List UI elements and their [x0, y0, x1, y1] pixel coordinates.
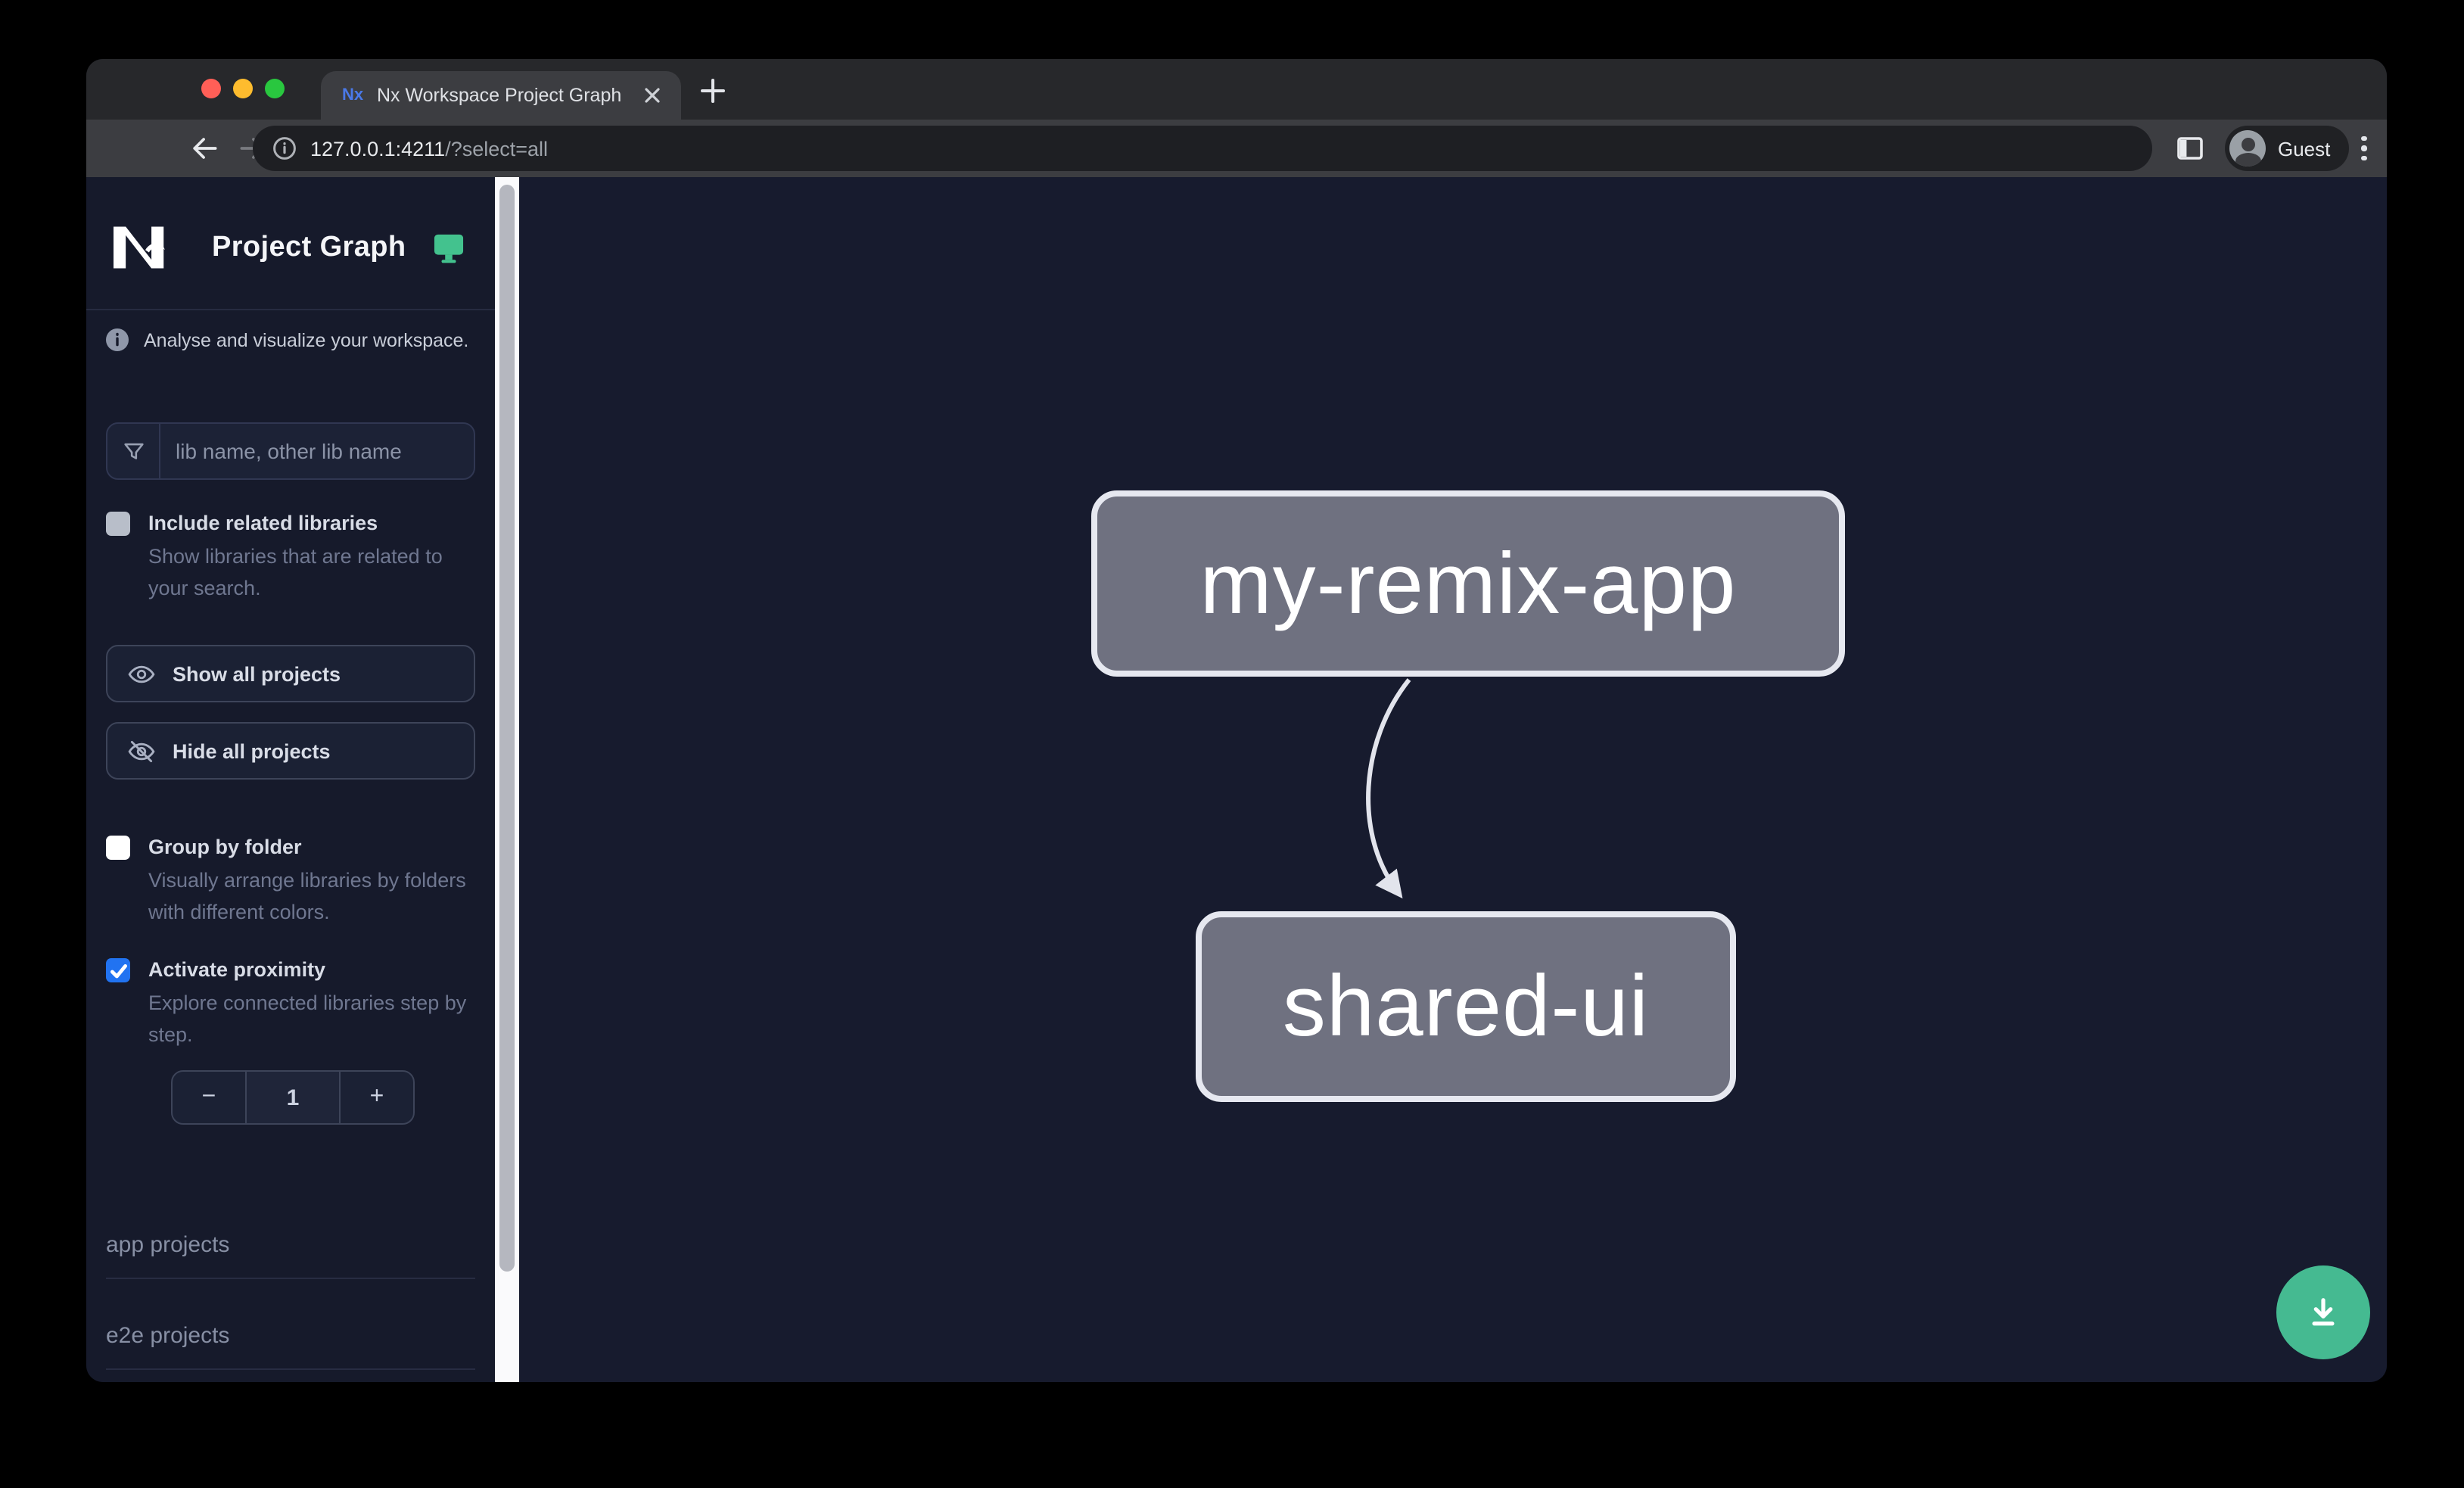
activate-proximity-checkbox[interactable] [106, 958, 130, 982]
fullscreen-window-button[interactable] [265, 79, 285, 98]
button-label: Show all projects [173, 662, 341, 685]
sidebar-header: Project Graph [86, 177, 495, 310]
browser-tab[interactable]: Nx Nx Workspace Project Graph [321, 71, 681, 120]
download-icon [2312, 1298, 2335, 1326]
graph-canvas[interactable]: my-remix-app shared-ui [519, 177, 2387, 1382]
tab-title: Nx Workspace Project Graph [377, 85, 622, 106]
scrollbar-thumb[interactable] [499, 185, 515, 1272]
tagline-row: Analyse and visualize your workspace. [106, 328, 475, 351]
site-info-icon[interactable] [272, 136, 297, 160]
group-by-folder-option: Group by folder Visually arrange librari… [106, 833, 475, 928]
side-panel-icon[interactable] [2175, 133, 2205, 163]
button-label: Hide all projects [173, 739, 331, 762]
graph-node-my-remix-app[interactable]: my-remix-app [1091, 490, 1845, 677]
decrement-button[interactable]: − [173, 1072, 245, 1123]
avatar [2229, 130, 2266, 167]
info-icon [106, 328, 129, 351]
download-graph-button[interactable] [2276, 1265, 2370, 1359]
section-e2e-projects[interactable]: e2e projects [106, 1323, 475, 1370]
checkbox-description: Explore connected libraries step by step… [148, 991, 467, 1046]
checkbox-description: Visually arrange libraries by folders wi… [148, 869, 466, 923]
profile-label: Guest [2278, 137, 2331, 160]
nx-logo-icon [114, 226, 165, 269]
tab-strip: Nx Nx Workspace Project Graph [86, 59, 2387, 120]
url-bar[interactable]: 127.0.0.1:4211/?select=all [253, 126, 2152, 171]
checkbox-description: Show libraries that are related to your … [148, 545, 443, 599]
close-window-button[interactable] [201, 79, 221, 98]
checkbox-label: Include related libraries [148, 512, 378, 534]
page-content: Project Graph Analyse and visualize your… [86, 177, 2387, 1382]
page-title: Project Graph [212, 231, 406, 263]
increment-button[interactable]: + [341, 1072, 413, 1123]
filter-icon [107, 424, 160, 478]
sidebar: Project Graph Analyse and visualize your… [86, 177, 495, 1382]
back-icon[interactable] [188, 132, 221, 165]
proximity-stepper: − 1 + [171, 1070, 415, 1125]
url-text: 127.0.0.1:4211/?select=all [310, 137, 548, 160]
group-by-folder-checkbox[interactable] [106, 836, 130, 860]
eye-icon [127, 659, 156, 688]
browser-menu-icon[interactable] [2349, 132, 2379, 165]
include-related-libraries-option: Include related libraries Show libraries… [106, 509, 475, 604]
graph-edge [1366, 678, 1411, 899]
tab-close-icon[interactable] [639, 82, 666, 109]
tagline-text: Analyse and visualize your workspace. [144, 329, 469, 350]
sidebar-scrollbar[interactable] [495, 177, 519, 1382]
browser-toolbar: 127.0.0.1:4211/?select=all Guest [86, 120, 2387, 177]
monitor-icon[interactable] [433, 232, 465, 263]
show-all-projects-button[interactable]: Show all projects [106, 645, 475, 702]
hide-all-projects-button[interactable]: Hide all projects [106, 722, 475, 780]
new-tab-button[interactable] [698, 76, 728, 106]
minimize-window-button[interactable] [233, 79, 253, 98]
proximity-value: 1 [245, 1072, 341, 1123]
graph-node-shared-ui[interactable]: shared-ui [1196, 911, 1736, 1102]
browser-window: Nx Nx Workspace Project Graph [86, 59, 2387, 1382]
include-related-libraries-checkbox[interactable] [106, 512, 130, 536]
activate-proximity-option: Activate proximity Explore connected lib… [106, 955, 475, 1051]
section-app-projects[interactable]: app projects [106, 1232, 475, 1279]
checkbox-label: Activate proximity [148, 958, 326, 981]
nx-favicon-icon: Nx [341, 86, 364, 104]
profile-button[interactable]: Guest [2225, 126, 2349, 171]
checkbox-label: Group by folder [148, 836, 302, 858]
check-icon [110, 963, 126, 978]
url-host: 127.0.0.1:4211 [310, 137, 446, 160]
search-box [106, 422, 475, 480]
url-path: /?select=all [445, 137, 549, 160]
search-input[interactable] [160, 424, 474, 478]
eye-off-icon [127, 736, 156, 765]
